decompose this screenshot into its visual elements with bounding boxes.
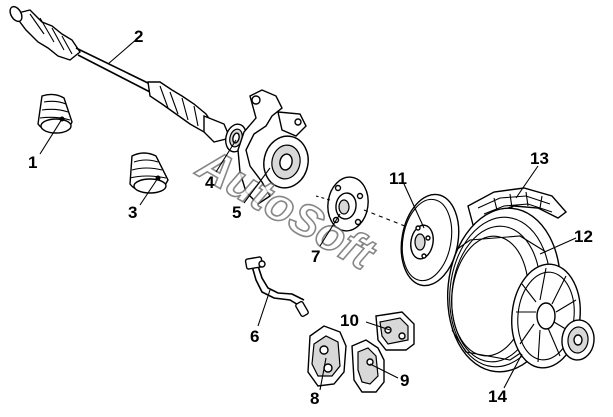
callout-3: 3 <box>128 203 137 222</box>
callout-6: 6 <box>250 327 259 346</box>
callout-2: 2 <box>134 27 143 46</box>
boot-1 <box>37 93 73 134</box>
steering-knuckle <box>237 89 309 205</box>
callout-7: 7 <box>311 247 320 266</box>
drive-shaft <box>9 5 231 143</box>
callout-1: 1 <box>28 153 37 172</box>
brake-caliper <box>307 325 347 387</box>
brake-pads <box>375 311 415 351</box>
brake-hose <box>244 256 309 318</box>
callout-9: 9 <box>400 371 409 390</box>
boot-3 <box>129 152 169 194</box>
callout-4: 4 <box>205 173 215 192</box>
callout-13: 13 <box>530 149 549 168</box>
wheel-cover <box>511 263 595 369</box>
callout-5: 5 <box>232 203 241 222</box>
callout-12: 12 <box>574 227 593 246</box>
callout-8: 8 <box>310 389 319 408</box>
callout-11: 11 <box>389 169 407 188</box>
callout-14: 14 <box>488 387 507 406</box>
axis-line <box>363 209 411 229</box>
callout-10: 10 <box>340 311 359 330</box>
leader-lines <box>39 37 577 391</box>
callout-labels: 1 2 3 4 5 6 7 8 9 10 11 12 13 14 <box>28 27 593 408</box>
brake-disc <box>400 193 460 287</box>
caliper-bracket <box>351 339 385 393</box>
